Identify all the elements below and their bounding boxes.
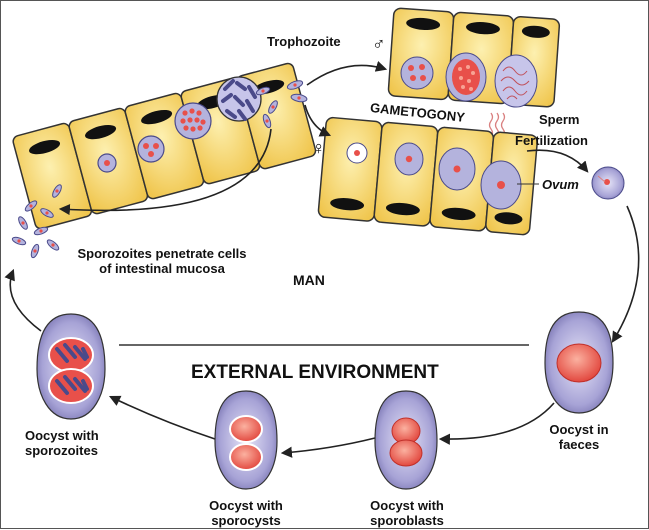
- oocyst-faeces-line1: Oocyst in: [549, 422, 609, 437]
- label-ovum: Ovum: [542, 177, 579, 192]
- lifecycle-arrows: [4, 61, 640, 458]
- oocyst-faeces: [544, 311, 614, 414]
- microgametocyte-early: [400, 56, 434, 90]
- female-gametocyte-cells: [317, 116, 539, 236]
- arrow-to-sporocysts: [280, 437, 376, 458]
- oocyst-sporoblasts-line1: Oocyst with: [370, 498, 444, 513]
- arrow-to-sporoblasts: [438, 402, 555, 445]
- oocyst-sporozoites: [36, 313, 106, 420]
- arrow-sporozoites-penetrate: [58, 128, 272, 216]
- sporozoites-penetrate-line1: Sporozoites penetrate cells: [77, 246, 247, 261]
- male-symbol: ♂: [372, 34, 386, 54]
- sporozoites-penetrate-line2: of intestinal mucosa: [99, 261, 225, 276]
- label-trophozoite: Trophozoite: [267, 34, 341, 49]
- arrow-to-faeces: [611, 205, 640, 343]
- oocyst-sporocysts-line2: sporocysts: [211, 513, 281, 528]
- oocyst-sporozoites-line2: sporozoites: [25, 443, 98, 458]
- arrow-to-male: [306, 61, 388, 86]
- male-gametocyte-cells: [387, 7, 561, 108]
- zygote: [591, 166, 625, 200]
- arrow-fertilization: [526, 149, 589, 173]
- label-sperm: Sperm: [539, 112, 580, 127]
- arrow-to-female: [304, 104, 332, 137]
- cell-nucleus: [29, 139, 61, 155]
- merozoites: [221, 79, 257, 121]
- label-oocyst-faeces: Oocyst in faeces: [539, 422, 619, 452]
- intestinal-epithelium-left: [12, 62, 317, 230]
- label-man: MAN: [293, 272, 325, 288]
- parasite-nucleus: [104, 160, 110, 166]
- free-trophozoites: [286, 80, 308, 103]
- schizont-nuclei: [180, 108, 206, 132]
- oocyst-faeces-line2: faeces: [558, 437, 600, 452]
- cell-nucleus: [85, 124, 117, 140]
- label-oocyst-sporoblasts: Oocyst with sporoblasts: [357, 498, 457, 528]
- sporozoites-cluster: [11, 184, 62, 259]
- oocyst-sporocysts: [214, 390, 278, 490]
- label-oocyst-sporozoites: Oocyst with sporozoites: [25, 428, 99, 458]
- oocyst-sporoblasts: [374, 390, 438, 490]
- label-oocyst-sporocysts: Oocyst with sporocysts: [196, 498, 296, 528]
- cell-nucleus: [141, 109, 173, 125]
- early-schizont: [137, 135, 165, 163]
- oocyst-sporozoites-line1: Oocyst with: [25, 428, 99, 443]
- schizont: [174, 102, 212, 140]
- oocyst-sporoblasts-line2: sporoblasts: [370, 513, 444, 528]
- female-symbol: ♀: [312, 138, 326, 158]
- label-fertilization: Fertilization: [515, 133, 588, 148]
- released-merozoites: [255, 86, 278, 129]
- label-external-environment: EXTERNAL ENVIRONMENT: [191, 362, 439, 383]
- label-sporozoites-penetrate: Sporozoites penetrate cells of intestina…: [47, 246, 277, 276]
- arrow-to-ingestion: [4, 268, 42, 332]
- oocyst-sporocysts-line1: Oocyst with: [209, 498, 283, 513]
- arrow-to-sporozoites: [108, 395, 216, 440]
